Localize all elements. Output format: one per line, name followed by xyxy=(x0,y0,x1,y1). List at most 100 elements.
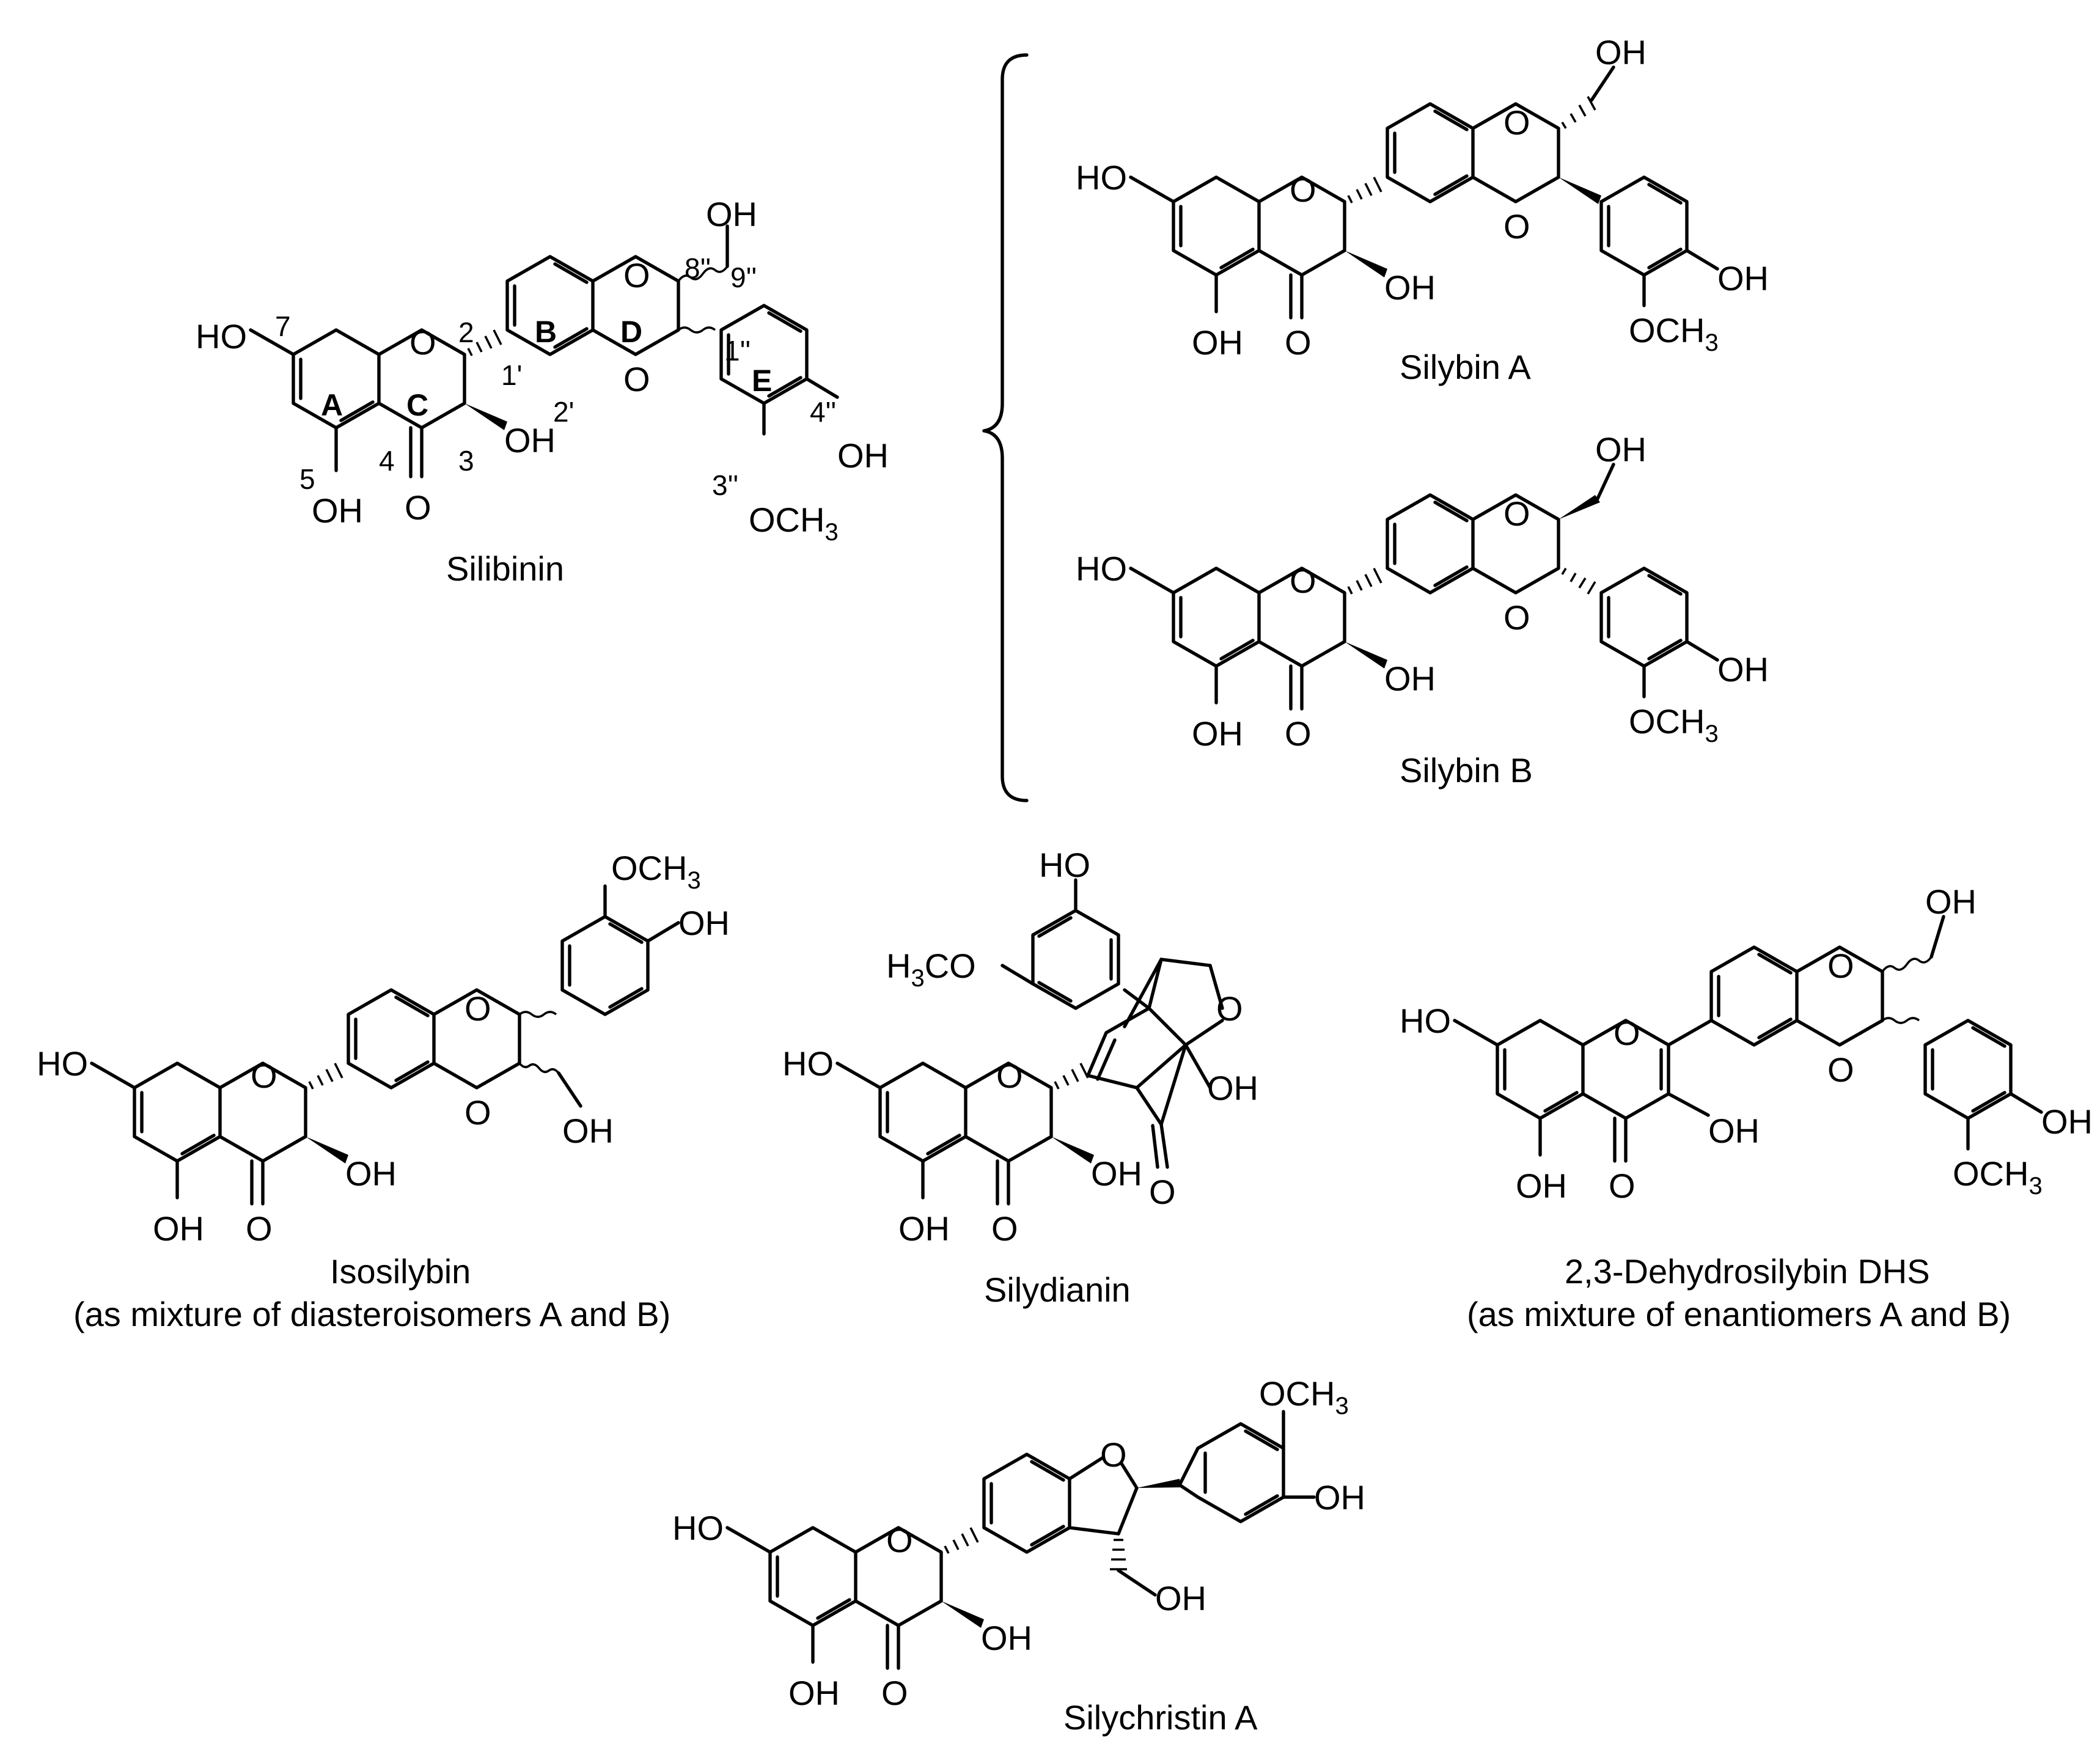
silychristin-oh-5: OH xyxy=(788,1674,840,1712)
dhs-ho-7: HO xyxy=(1400,1002,1451,1040)
silychristin-oh-aryl: OH xyxy=(1314,1478,1365,1517)
locant-7: 7 xyxy=(275,310,291,342)
ring-label-e: E xyxy=(752,364,772,398)
atom-o-ring-c: O xyxy=(409,323,436,362)
silydianin-h3co: H3CO xyxy=(886,947,976,992)
silybin-a-o-top: O xyxy=(1503,103,1530,142)
silydianin-o-bridge: O xyxy=(1216,989,1243,1028)
dhs-o-top: O xyxy=(1827,947,1854,985)
locant-3pp: 3'' xyxy=(712,469,738,501)
isosilybin-o-bottom: O xyxy=(464,1093,491,1132)
ring-label-b: B xyxy=(535,315,557,349)
silybin-a-oh-9: OH xyxy=(1595,33,1647,71)
locant-5: 5 xyxy=(299,463,315,495)
isosilybin-oh-5: OH xyxy=(153,1209,204,1248)
silybin-b-oh-9: OH xyxy=(1595,430,1647,469)
isosilybin-o-ring: O xyxy=(251,1057,277,1095)
dhs-oh-3: OH xyxy=(1708,1112,1760,1150)
dhs-o-carbonyl: O xyxy=(1609,1167,1636,1205)
locant-2: 2 xyxy=(458,317,474,348)
silybin-a-oh-5: OH xyxy=(1192,323,1243,362)
silybin-b-oh-3: OH xyxy=(1384,659,1436,698)
isosilybin-o-top: O xyxy=(464,989,491,1028)
atom-o-d-bottom: O xyxy=(623,360,650,398)
silybin-b-o-ring: O xyxy=(1290,562,1316,600)
locant-9pp: 9'' xyxy=(730,262,757,293)
silybin-b-oh-4pp: OH xyxy=(1717,650,1769,689)
silychristin-oh-3: OH xyxy=(981,1619,1032,1657)
silybin-b-oh-5: OH xyxy=(1192,714,1243,753)
atom-oh-3: OH xyxy=(504,421,556,460)
silibinin-structure: HO 7 O 2 1' 2' 5 OH 4 O 3 OH A C B D E O… xyxy=(196,195,889,588)
silybin-a-o-ring: O xyxy=(1290,170,1316,209)
note-dehydrosilybin: (as mixture of enantiomers A and B) xyxy=(1467,1295,2011,1333)
silychristin-och3: OCH3 xyxy=(1259,1374,1349,1420)
curly-brace xyxy=(982,53,1029,802)
silydianin-oh-cage: OH xyxy=(1207,1069,1258,1107)
isosilybin-oh-4: OH xyxy=(678,904,730,942)
isosilybin-oh-3: OH xyxy=(345,1154,397,1193)
isosilybin-structure: HO O OH O OH O O OH OH OCH3 Isosilybin (… xyxy=(37,849,730,1333)
silybin-a-ho-7: HO xyxy=(1076,158,1127,197)
silydianin-oh-5: OH xyxy=(898,1209,950,1248)
locant-2p: 2' xyxy=(553,396,574,428)
silybin-b-o-carbonyl: O xyxy=(1285,714,1312,753)
isosilybin-ho-7: HO xyxy=(37,1044,88,1083)
silychristin-ho-7: HO xyxy=(672,1509,724,1547)
locant-1p: 1' xyxy=(501,359,522,391)
dhs-oh-9: OH xyxy=(1925,882,1977,921)
silychristin-a-structure: HO O OH O OH O OH OH OCH3 Silychristin A xyxy=(672,1374,1365,1737)
silybin-b-och3: OCH3 xyxy=(1629,702,1719,747)
silychristin-o-carbonyl: O xyxy=(881,1674,908,1712)
locant-4pp: 4'' xyxy=(810,396,836,428)
note-isosilybin: (as mixture of diasteroisomers A and B) xyxy=(73,1295,670,1333)
dhs-oh-5: OH xyxy=(1516,1167,1567,1205)
silydianin-ho-7: HO xyxy=(782,1044,834,1083)
locant-1pp: 1'' xyxy=(724,335,751,367)
atom-o-carbonyl: O xyxy=(405,488,431,527)
silydianin-o-carbonyl: O xyxy=(991,1209,1018,1248)
caption-dehydrosilybin: 2,3-Dehydrosilybin DHS xyxy=(1565,1252,1930,1291)
atom-o-d-top: O xyxy=(623,256,650,295)
silybin-b-ho-7: HO xyxy=(1076,549,1127,588)
caption-isosilybin: Isosilybin xyxy=(330,1252,471,1291)
silybin-a-oh-4pp: OH xyxy=(1717,259,1769,298)
atom-oh-9pp: OH xyxy=(706,195,757,233)
silybin-b-o-top: O xyxy=(1503,494,1530,533)
ring-label-c: C xyxy=(406,388,428,422)
silydianin-oh-3: OH xyxy=(1091,1154,1142,1193)
dhs-oh-4pp: OH xyxy=(2041,1102,2093,1141)
atom-och3-3pp: OCH3 xyxy=(749,500,839,546)
caption-silychristin-a: Silychristin A xyxy=(1063,1698,1258,1737)
silybin-a-o-carbonyl: O xyxy=(1285,323,1312,362)
caption-silibinin: Silibinin xyxy=(446,549,564,588)
ring-label-d: D xyxy=(620,315,642,349)
ring-label-a: A xyxy=(321,388,343,422)
atom-oh-5: OH xyxy=(312,491,363,530)
silydianin-o-ring: O xyxy=(996,1057,1023,1095)
silybin-b-structure: HO O OH O OH O O OH OH OCH3 Silybin B xyxy=(1076,430,1769,790)
atom-oh-4pp: OH xyxy=(837,436,889,475)
silydianin-structure: HO O OH O OH O OH O HO H3CO Silydianin xyxy=(782,846,1258,1309)
silychristin-o-ring: O xyxy=(886,1521,913,1559)
dhs-och3: OCH3 xyxy=(1953,1154,2043,1200)
locant-3: 3 xyxy=(458,445,474,477)
silydianin-ho-aryl: HO xyxy=(1039,846,1090,884)
atom-ho-7: HO xyxy=(196,317,247,356)
dehydrosilybin-structure: HO O OH O OH O O OH OH OCH3 2,3-Dehydros… xyxy=(1400,882,2093,1333)
isosilybin-och3: OCH3 xyxy=(611,849,701,894)
silychristin-o-furan: O xyxy=(1100,1435,1127,1474)
caption-silydianin: Silydianin xyxy=(984,1270,1131,1309)
locant-8pp: 8'' xyxy=(685,252,711,284)
caption-silybin-b: Silybin B xyxy=(1400,751,1533,790)
isosilybin-o-carbonyl: O xyxy=(246,1209,273,1248)
silybin-b-o-bottom: O xyxy=(1503,598,1530,637)
locant-4: 4 xyxy=(379,445,395,477)
silybin-a-och3: OCH3 xyxy=(1629,311,1719,356)
silybin-a-o-bottom: O xyxy=(1503,207,1530,246)
silychristin-oh-ch2: OH xyxy=(1155,1579,1206,1618)
dhs-o-ring: O xyxy=(1614,1014,1640,1052)
dhs-o-bottom: O xyxy=(1827,1050,1854,1089)
silybin-a-structure: HO O OH O OH O O OH OH OCH3 Silybin A xyxy=(1076,33,1769,386)
